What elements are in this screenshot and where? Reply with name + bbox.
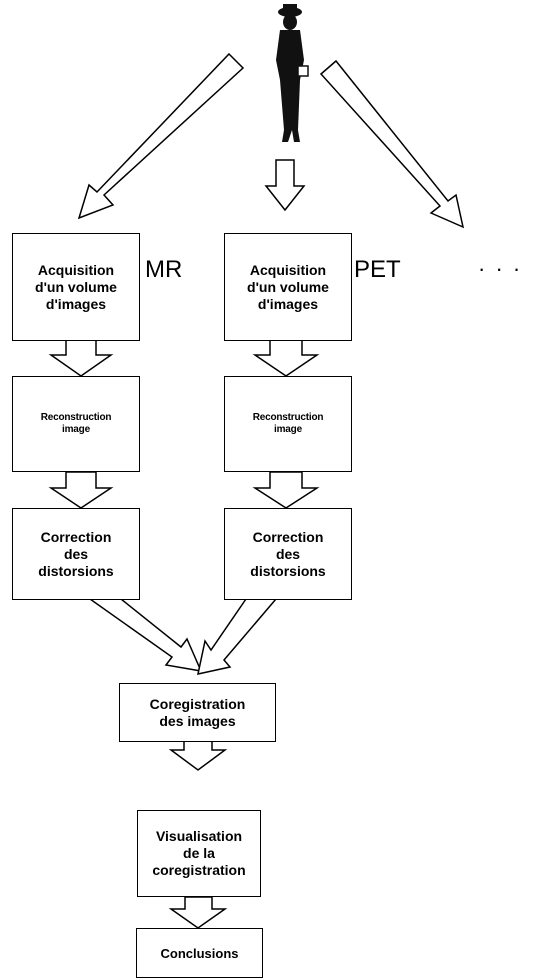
arrow-down xyxy=(252,339,320,377)
arrow-down xyxy=(48,471,114,509)
arrow-to-more xyxy=(319,59,465,229)
arrow-merge-right xyxy=(197,598,278,675)
arrow-merge-left xyxy=(87,598,203,672)
coregistration-box: Coregistration des images xyxy=(119,683,276,742)
mr-acquisition-box: Acquisition d'un volume d'images xyxy=(12,233,140,341)
more-indicator: · · · xyxy=(478,256,523,281)
pet-correction-box: Correction des distorsions xyxy=(224,508,352,600)
pet-reconstruction-box: Reconstruction image xyxy=(224,376,352,472)
arrow-down xyxy=(252,471,320,509)
arrow-down xyxy=(168,896,228,929)
arrow-to-pet xyxy=(264,159,306,212)
arrow-to-mr xyxy=(77,52,245,220)
pet-label: PET xyxy=(354,256,401,283)
person-silhouette-icon xyxy=(276,4,309,142)
mr-correction-box: Correction des distorsions xyxy=(12,508,140,600)
arrow-down xyxy=(48,339,114,377)
pet-acquisition-box: Acquisition d'un volume d'images xyxy=(224,233,352,341)
visualisation-box: Visualisation de la coregistration xyxy=(137,810,261,897)
mr-label: MR xyxy=(145,256,183,283)
mr-reconstruction-box: Reconstruction image xyxy=(12,376,140,472)
arrow-down xyxy=(168,740,228,771)
conclusions-box: Conclusions xyxy=(136,928,263,978)
